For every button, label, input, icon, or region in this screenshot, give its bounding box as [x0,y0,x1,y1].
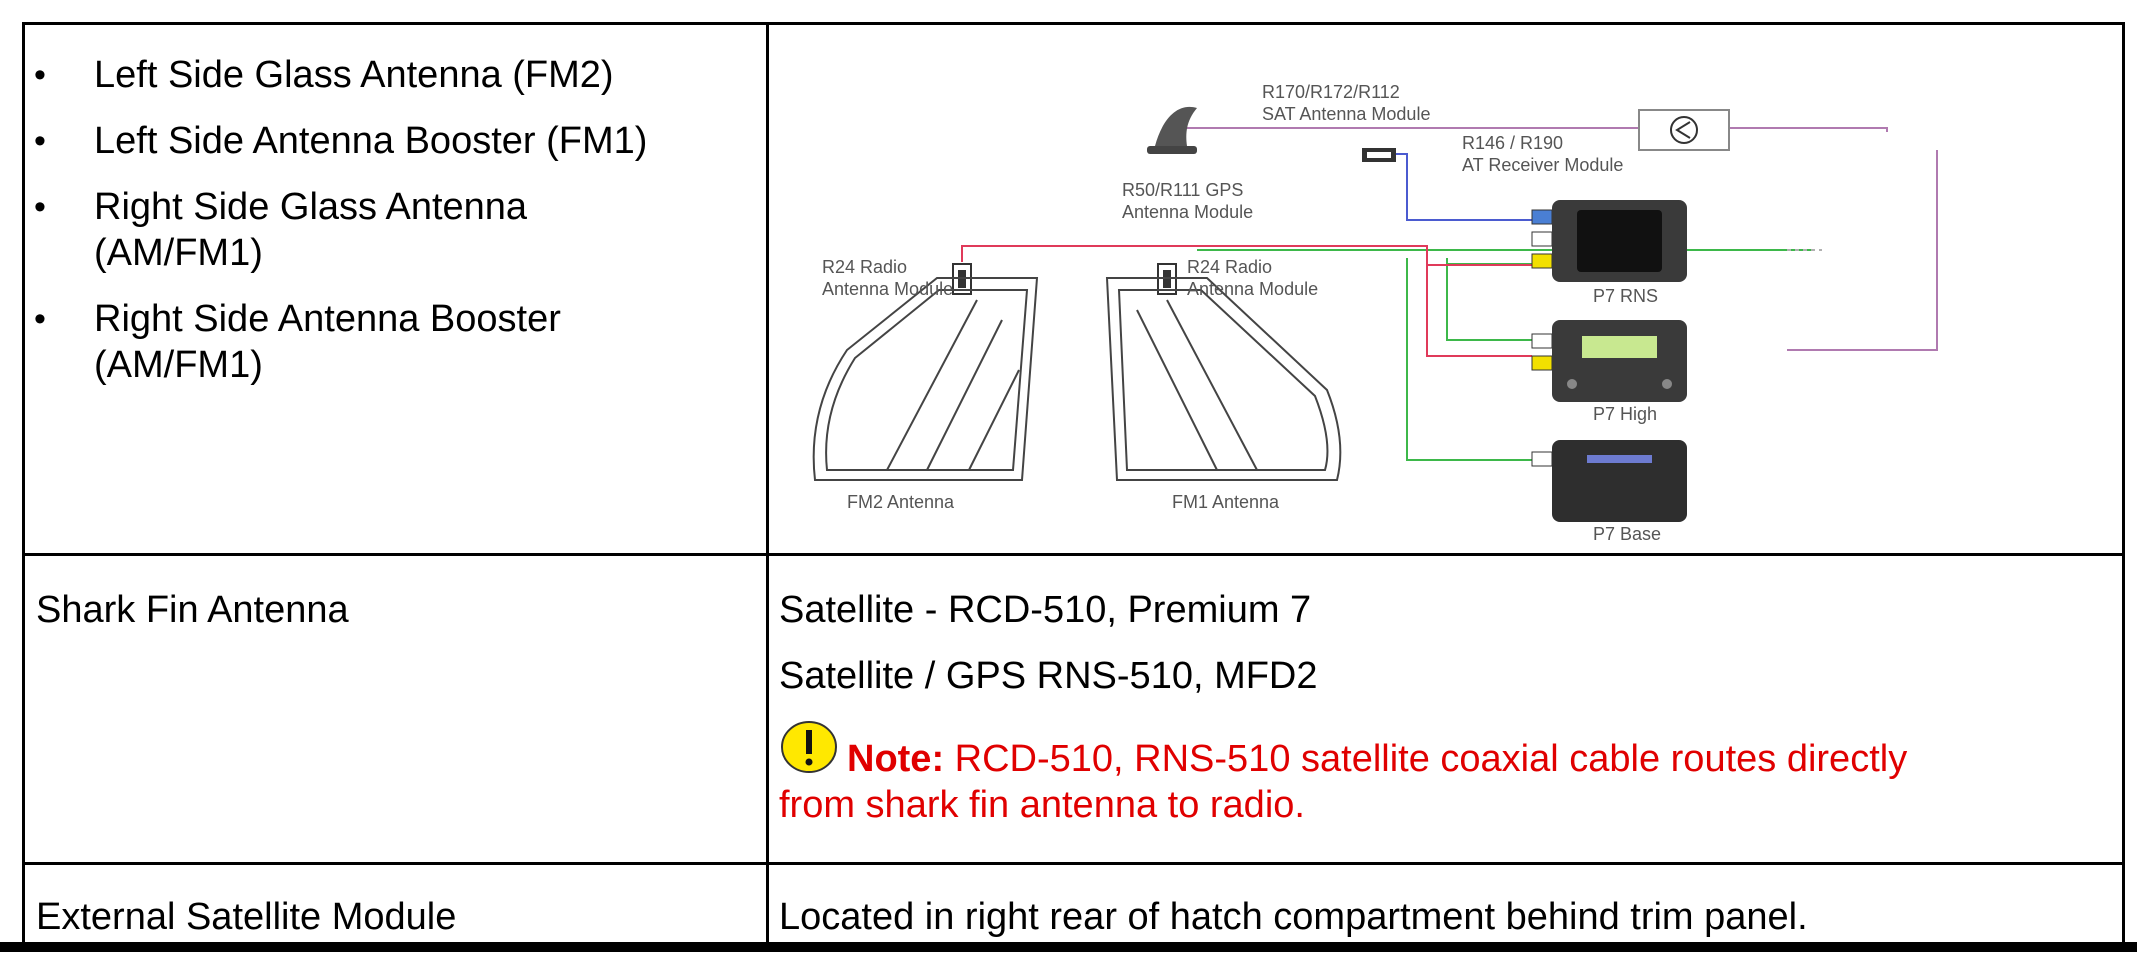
gps-code-label: R50/R111 GPS [1122,180,1243,200]
fm1-antenna-label: FM1 Antenna [1172,492,1280,512]
list-item: Left Side Glass Antenna (FM2) [34,52,754,98]
shark-fin-details: Satellite - RCD-510, Premium 7 Satellite… [779,587,2109,848]
antenna-diagram: R170/R172/R112 SAT Antenna Module R146 /… [787,50,2117,550]
p7-rns-label: P7 RNS [1593,286,1658,306]
column-divider [766,22,769,944]
page-bottom-rule [0,942,2137,952]
antenna-list: Left Side Glass Antenna (FM2) Left Side … [34,52,754,388]
table-border-left [22,22,25,944]
receiver-name-label: AT Receiver Module [1462,155,1623,175]
shark-fin-label: Shark Fin Antenna [36,589,349,631]
note-label: Note: [847,738,945,780]
external-module-label: External Satellite Module [36,896,457,938]
external-module-location: Located in right rear of hatch compartme… [779,896,1808,938]
table-border-top [22,22,2125,25]
note-text: RCD-510, RNS-510 satellite coaxial cable… [944,738,1908,780]
shark-fin-line-1: Satellite - RCD-510, Premium 7 [779,589,1312,631]
row-divider [22,553,2125,556]
table-border-right [2122,22,2125,944]
radio-left-code-label: R24 Radio [822,257,907,277]
p7-high-label: P7 High [1593,404,1657,424]
radio-right-code-label: R24 Radio [1187,257,1272,277]
antenna-table: Left Side Glass Antenna (FM2) Left Side … [22,22,2125,944]
p7-base-label: P7 Base [1593,524,1661,544]
radio-right-name-label: Antenna Module [1187,279,1318,299]
antenna-list-cell: Left Side Glass Antenna (FM2) Left Side … [34,52,754,408]
fm2-antenna-label: FM2 Antenna [847,492,955,512]
list-item: Right Side Antenna Booster(AM/FM1) [34,296,754,388]
row-divider [22,862,2125,865]
list-item: Left Side Antenna Booster (FM1) [34,118,754,164]
radio-left-name-label: Antenna Module [822,279,953,299]
list-item: Right Side Glass Antenna(AM/FM1) [34,184,754,276]
shark-fin-note: Note: RCD-510, RNS-510 satellite coaxial… [779,719,2109,828]
note-text-continued: from shark fin antenna to radio. [779,784,1305,826]
shark-fin-line-2: Satellite / GPS RNS-510, MFD2 [779,655,1318,697]
sat-module-code-label: R170/R172/R112 [1262,82,1400,102]
warning-icon [781,721,837,773]
receiver-code-label: R146 / R190 [1462,133,1563,153]
sat-module-name-label: SAT Antenna Module [1262,104,1430,124]
gps-name-label: Antenna Module [1122,202,1253,222]
